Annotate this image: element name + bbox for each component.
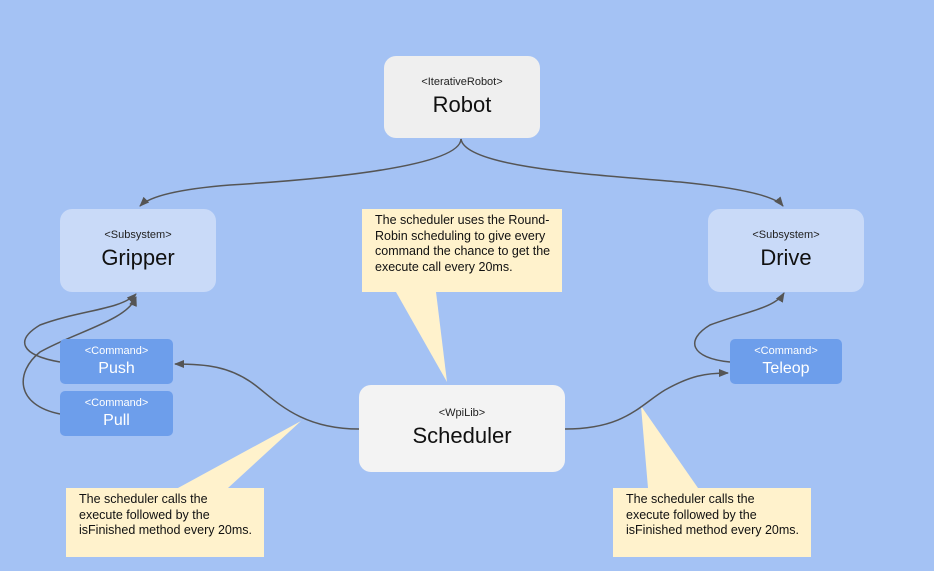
note-left-pointer bbox=[178, 421, 301, 488]
note-execute-left: The scheduler calls the execute followed… bbox=[66, 488, 264, 557]
gripper-name: Gripper bbox=[101, 245, 175, 270]
pull-stereotype: <Command> bbox=[84, 397, 149, 409]
push-name: Push bbox=[98, 360, 135, 377]
scheduler-name: Scheduler bbox=[412, 423, 512, 448]
robot-to-drive-arrow bbox=[460, 138, 784, 207]
robot-name: Robot bbox=[432, 91, 492, 117]
gripper-node: <Subsystem> Gripper bbox=[60, 209, 216, 292]
scheduler-stereotype: <WpiLib> bbox=[438, 407, 486, 419]
note-round-robin: The scheduler uses the Round-Robin sched… bbox=[362, 209, 562, 292]
gripper-stereotype: <Subsystem> bbox=[104, 229, 172, 241]
drive-name: Drive bbox=[760, 245, 812, 270]
push-command-node: <Command> Push bbox=[60, 339, 173, 384]
note-right-pointer bbox=[641, 406, 698, 488]
note-top-pointer bbox=[396, 292, 447, 382]
scheduler-to-push-arrow bbox=[174, 360, 360, 430]
teleop-to-drive-arrow bbox=[693, 292, 785, 363]
teleop-stereotype: <Command> bbox=[754, 345, 818, 357]
scheduler-node: <WpiLib> Scheduler bbox=[359, 385, 565, 472]
robot-node: <IterativeRobot> Robot bbox=[384, 56, 540, 138]
pull-name: Pull bbox=[103, 412, 130, 429]
note-execute-right: The scheduler calls the execute followed… bbox=[613, 488, 811, 557]
robot-to-gripper-arrow bbox=[139, 138, 462, 207]
scheduler-to-teleop-arrow bbox=[564, 369, 729, 430]
drive-stereotype: <Subsystem> bbox=[752, 229, 820, 241]
push-stereotype: <Command> bbox=[84, 345, 149, 357]
drive-node: <Subsystem> Drive bbox=[708, 209, 864, 292]
push-to-gripper-arrow bbox=[23, 293, 137, 363]
teleop-command-node: <Command> Teleop bbox=[730, 339, 842, 384]
pull-command-node: <Command> Pull bbox=[60, 391, 173, 436]
robot-stereotype: <IterativeRobot> bbox=[421, 75, 503, 88]
teleop-name: Teleop bbox=[762, 360, 810, 377]
pull-to-gripper-arrow bbox=[22, 296, 137, 415]
